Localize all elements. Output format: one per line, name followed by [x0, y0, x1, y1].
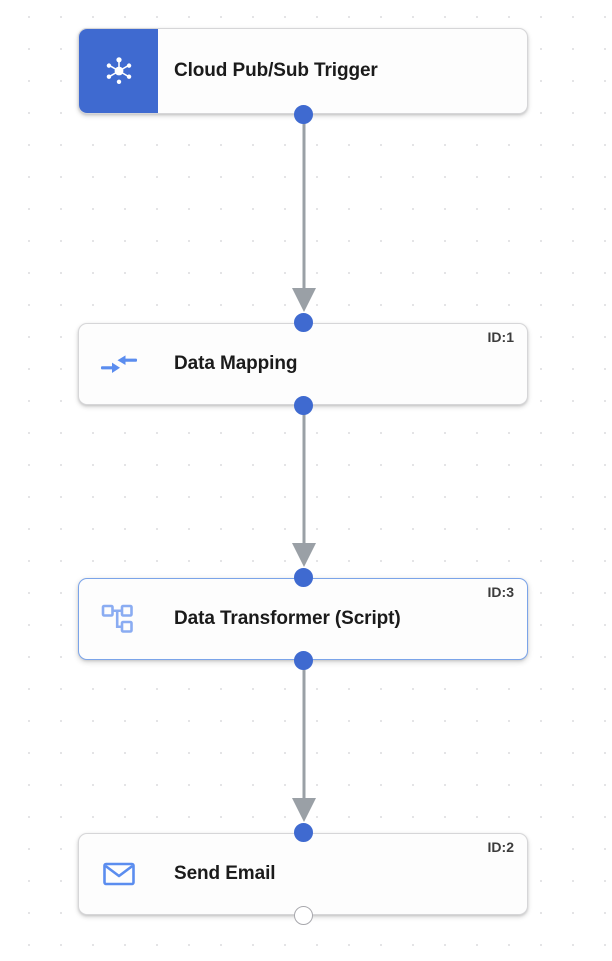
- node-icon-container: [79, 602, 158, 636]
- node-cloud-pubsub-trigger[interactable]: Cloud Pub/Sub Trigger: [78, 28, 528, 114]
- pubsub-hub-icon: [106, 57, 131, 84]
- node-icon-container: [79, 859, 158, 889]
- node-data-transformer-script[interactable]: Data Transformer (Script) ID:3: [78, 578, 528, 660]
- node-handle-target-data-transformer[interactable]: [294, 568, 313, 587]
- envelope-icon: [102, 862, 135, 886]
- data-mapping-arrows-icon: [100, 355, 137, 373]
- node-handle-source-send-email[interactable]: [294, 906, 313, 925]
- node-title: Cloud Pub/Sub Trigger: [174, 60, 378, 81]
- node-handle-source-trigger[interactable]: [294, 105, 313, 124]
- node-send-email[interactable]: Send Email ID:2: [78, 833, 528, 915]
- node-icon-container: [79, 349, 158, 379]
- edge-trigger-to-mapping[interactable]: [292, 114, 316, 312]
- node-id-badge: ID:2: [487, 839, 514, 855]
- node-handle-target-data-mapping[interactable]: [294, 313, 313, 332]
- node-handle-source-data-mapping[interactable]: [294, 396, 313, 415]
- account-tree-icon: [101, 604, 133, 633]
- node-title: Send Email: [174, 863, 276, 884]
- node-id-badge: ID:1: [487, 329, 514, 345]
- node-data-mapping[interactable]: Data Mapping ID:1: [78, 323, 528, 405]
- node-icon-container: [79, 29, 158, 113]
- node-title: Data Transformer (Script): [174, 608, 401, 629]
- node-handle-target-send-email[interactable]: [294, 823, 313, 842]
- node-handle-source-data-transformer[interactable]: [294, 651, 313, 670]
- node-id-badge: ID:3: [487, 584, 514, 600]
- node-title: Data Mapping: [174, 353, 298, 374]
- edge-transformer-to-email[interactable]: [292, 660, 316, 822]
- edge-mapping-to-transformer[interactable]: [292, 405, 316, 567]
